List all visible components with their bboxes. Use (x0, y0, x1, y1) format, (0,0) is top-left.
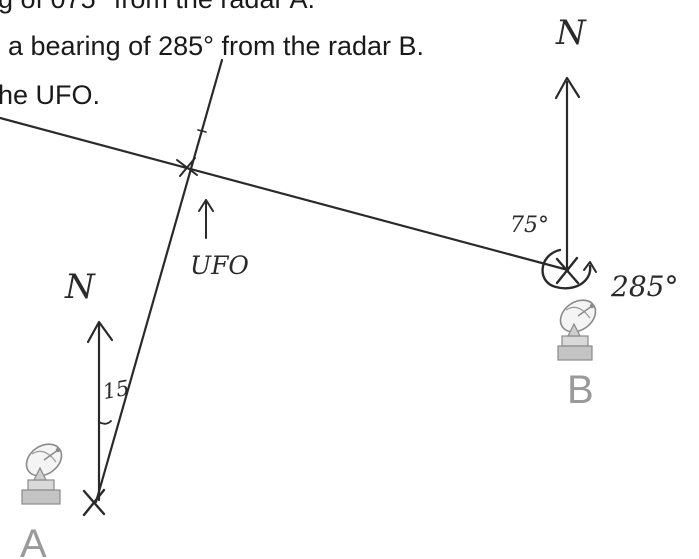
problem-text-line-3: he UFO. (0, 80, 100, 110)
north-arrow-a (86, 320, 114, 502)
bearing-label-b: 285° (610, 270, 678, 303)
ufo-label: UFO (190, 251, 249, 280)
radar-dish-icon (21, 443, 63, 505)
station-a-cross (82, 488, 106, 517)
bearing-line-a (94, 58, 224, 504)
north-arrow-b (554, 76, 581, 272)
ufo-intersection-mark (176, 157, 198, 177)
radar-dish-icon (557, 299, 597, 361)
bearing-arc-b (541, 248, 592, 290)
angle-label-b: 75° (510, 213, 549, 238)
ufo-arrow-icon (198, 199, 214, 239)
station-label-a: A (20, 522, 47, 559)
station-b-cross (555, 256, 580, 285)
bearing-arc-arrowhead (583, 261, 597, 273)
angle-label-a: 15 (101, 376, 131, 404)
tick-mark-upper (197, 129, 207, 133)
north-label-a: N (64, 267, 96, 307)
angle-arc-a (98, 420, 112, 425)
problem-text-line-2: a bearing of 285° from the radar B. (8, 31, 424, 61)
problem-text-line-1: g of 075° from the radar A. (0, 0, 315, 14)
north-label-b: N (555, 13, 587, 53)
bearing-line-b (0, 116, 570, 272)
station-label-b: B (567, 368, 594, 412)
